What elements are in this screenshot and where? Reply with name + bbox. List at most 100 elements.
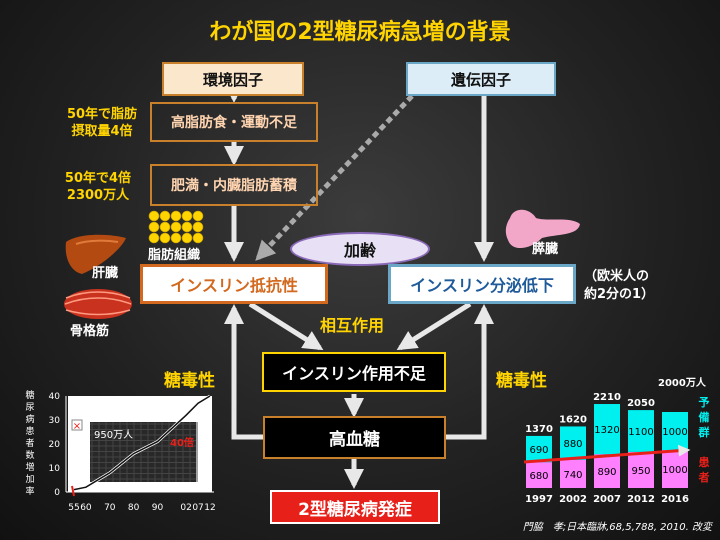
chart-x-tick: 80 — [128, 503, 140, 513]
bar-patient — [628, 451, 654, 488]
bar-patient-value: 950 — [631, 466, 650, 477]
chart-y-tick: 30 — [49, 416, 61, 426]
bar-prediabetes-value: 690 — [529, 445, 548, 456]
bar-patient — [560, 459, 586, 488]
environment-factor-box: 環境因子 — [162, 62, 304, 96]
muscle-label: 骨格筋 — [70, 324, 110, 339]
aging-ellipse: 加齢 — [290, 232, 430, 266]
chart-y-label-char: 尿 — [25, 402, 34, 413]
bar-legend-char: 者 — [698, 470, 710, 484]
bar-total-value: 2210 — [593, 392, 621, 403]
bar-prediabetes — [560, 426, 586, 460]
bar-category-label: 2007 — [593, 494, 621, 505]
obesity-note: 50年で4倍 2300万人 — [52, 170, 144, 204]
genetic-factor-box: 遺伝因子 — [406, 62, 556, 96]
glucotoxicity-right: 糖毒性 — [496, 371, 547, 391]
type2-diabetes-onset-box: 2型糖尿病発症 — [270, 490, 440, 524]
chart-y-label-char: 増 — [25, 461, 34, 473]
fat-intake-line2: 摂取量4倍 — [71, 124, 133, 139]
bar-prediabetes-value: 880 — [563, 439, 582, 450]
skeletal-muscle-icon — [64, 289, 132, 319]
obesity-box: 肥満・内臓脂肪蓄積 — [150, 164, 318, 206]
bar-patient-value: 740 — [563, 470, 582, 481]
bar-patient — [526, 462, 552, 488]
bar-category-label: 2016 — [661, 494, 689, 505]
chart-x-tick: 90 — [152, 503, 164, 513]
chart-y-tick: 0 — [54, 488, 60, 498]
insulin-resistance-box: インスリン抵抗性 — [140, 264, 328, 304]
bar-category-label: 2002 — [559, 494, 587, 505]
bar-prediabetes-value: 1100 — [628, 427, 653, 438]
chart-y-label-char: 病 — [25, 413, 34, 425]
glucotoxicity-left: 糖毒性 — [164, 371, 215, 391]
chart-ratio-label: 40倍 — [170, 436, 194, 449]
bar-prediabetes-value: 1320 — [594, 425, 619, 436]
chart-y-label-char: 率 — [25, 485, 34, 497]
arrow-ir-action — [248, 301, 324, 351]
high-fat-diet-box: 高脂肪食・運動不足 — [150, 102, 318, 142]
bar-prediabetes — [628, 410, 654, 452]
bar-prediabetes — [594, 404, 620, 455]
chart-x-tick: 12 — [204, 503, 215, 513]
bar-patient-value: 680 — [529, 471, 548, 482]
chart-y-label-char: 数 — [25, 449, 34, 461]
chart-count-label: 950万人 — [94, 429, 133, 441]
bar-legend-char: 備 — [699, 410, 710, 424]
bar-category-label: 2012 — [627, 494, 655, 505]
chart-y-label-char: 加 — [25, 474, 34, 485]
chart-start-marker — [71, 485, 75, 497]
chart-x-tick: 02 — [180, 503, 191, 513]
arrow-hg-ir — [224, 304, 263, 440]
chart-x-tick: 70 — [104, 503, 116, 513]
bar-total-value: 2050 — [627, 398, 655, 409]
bar-total-value: 1370 — [525, 424, 553, 435]
obese-line2: 2300万人 — [66, 188, 130, 203]
arrow-gene-ir-dotted — [255, 94, 414, 261]
arrow-sec-action — [396, 301, 472, 351]
adipose-tissue-icon — [148, 210, 204, 244]
bar-prediabetes-value: 1000 — [662, 427, 687, 438]
bar-total-value: 1620 — [559, 414, 587, 425]
bar-prediabetes — [526, 435, 552, 463]
pancreas-label: 膵臓 — [532, 242, 559, 257]
pancreas-icon — [505, 209, 580, 249]
bar-legend-char: 患 — [699, 455, 710, 469]
chart-x-tick: 07 — [192, 503, 203, 513]
arrow-hg-sec — [446, 304, 494, 440]
liver-label: 肝臓 — [92, 266, 119, 281]
bar-category-label: 1997 — [525, 494, 553, 505]
chart-x-tick: 60 — [80, 503, 92, 513]
bar-prediabetes — [662, 412, 688, 450]
chart-y-tick: 40 — [49, 392, 61, 402]
insufficient-insulin-action-box: インスリン作用不足 — [262, 352, 446, 392]
chart-x-tick: 55 — [68, 503, 79, 513]
obese-line1: 50年で4倍 — [64, 171, 132, 186]
citation: 門脇 孝;日本臨牀,68,5,788, 2010. 改変 — [522, 522, 712, 533]
chart-x-mark: × — [73, 421, 81, 432]
chart-y-tick: 20 — [49, 440, 61, 450]
bar-patient-value: 890 — [597, 467, 616, 478]
chart-y-tick: 10 — [49, 464, 61, 474]
chart-y-label-char: 糖 — [25, 389, 34, 401]
western-line2: 約2分の1） — [584, 287, 655, 302]
prediabetes-bar-chart: 680 690 1370 1997 740 880 1620 2002 890 1320 2210 2… — [523, 376, 710, 505]
mutual-interaction-label: 相互作用 — [320, 316, 385, 335]
chart-x-mark-box — [71, 419, 83, 431]
fat-intake-note: 50年で脂肪 摂取量4倍 — [52, 106, 152, 140]
western-comparison-note: （欧米人の 約2分の1） — [584, 268, 654, 304]
insulin-secretion-box: インスリン分泌低下 — [388, 264, 576, 304]
liver-icon — [65, 234, 126, 274]
bar-chart-trend-arrow — [523, 444, 691, 464]
adipose-label: 脂肪組織 — [148, 248, 201, 263]
bar-patient — [594, 454, 620, 488]
bar-chart-unit-label: 2000万人 — [658, 376, 707, 389]
bar-legend-char: 群 — [698, 425, 710, 439]
fat-intake-line1: 50年で脂肪 — [66, 107, 138, 122]
chart-series-line-inner — [73, 395, 211, 491]
hyperglycemia-box: 高血糖 — [263, 416, 446, 459]
page-title: わが国の2型糖尿病急増の背景 — [209, 20, 511, 45]
bar-legend-char: 予 — [699, 396, 710, 409]
